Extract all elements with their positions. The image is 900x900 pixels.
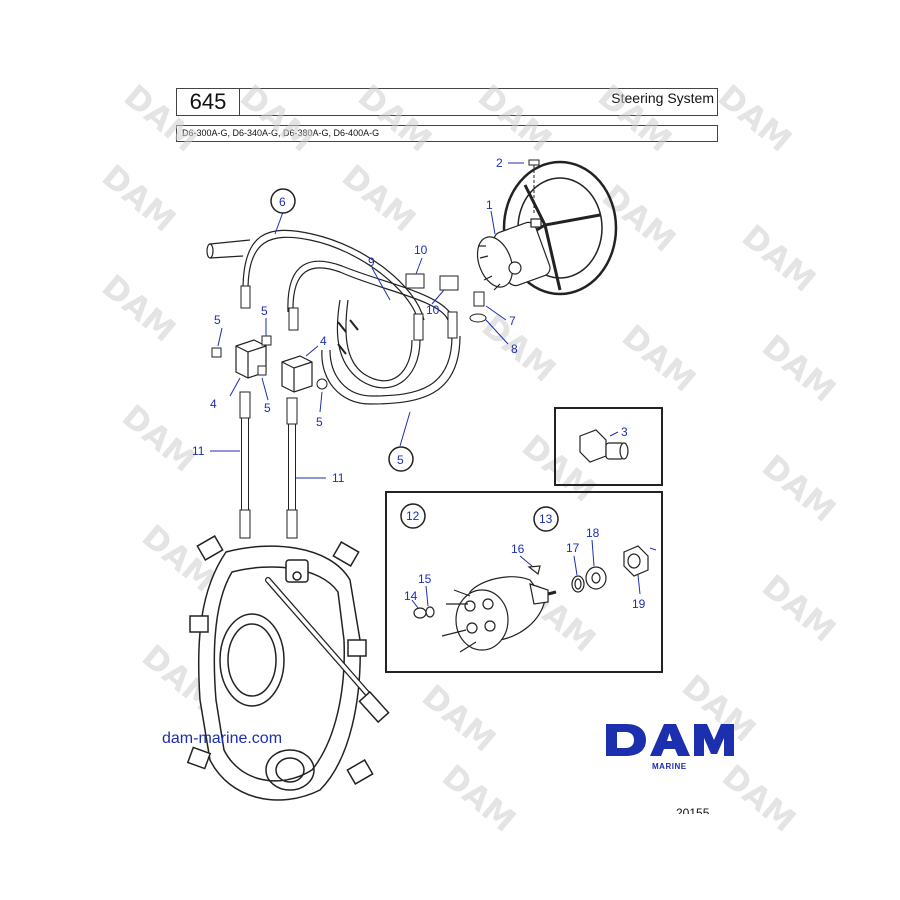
website-watermark: dam-marine.com (162, 730, 283, 747)
watermark: DAM (755, 447, 843, 530)
watermark: DAM (615, 317, 703, 400)
callout-14: 14 (404, 589, 418, 603)
watermark: DAM (475, 307, 563, 390)
callout-9: 9 (368, 255, 375, 269)
callout-5: 5 (397, 453, 404, 467)
callout-11: 11 (192, 444, 205, 458)
seal-washers (413, 545, 649, 619)
page-title: Steering System (611, 90, 714, 106)
callout-15: 15 (418, 572, 432, 586)
steering-helm (476, 160, 618, 296)
callout-6: 6 (279, 195, 286, 209)
callout-5: 5 (214, 313, 221, 327)
watermark: DAM (435, 757, 523, 840)
bolts-5 (211, 335, 328, 390)
watermark: DAM (715, 757, 803, 840)
watermark: DAM (471, 77, 559, 160)
callout-16: 16 (511, 542, 525, 556)
callout-18: 18 (586, 526, 600, 540)
callout-4: 4 (210, 397, 217, 411)
callout-19: 19 (632, 597, 646, 611)
adapter-3 (579, 429, 629, 463)
steering-actuator (441, 565, 557, 653)
hoses-11 (239, 391, 298, 539)
callout-17: 17 (566, 541, 580, 555)
watermark: DAM (711, 77, 799, 160)
watermark: DAM (595, 177, 683, 260)
brand-subtitle: MARINE (652, 762, 687, 771)
callout-7: 7 (509, 314, 516, 328)
watermark: DAM (735, 217, 823, 300)
watermark: DAM (115, 397, 203, 480)
callout-2: 2 (496, 156, 503, 170)
callout-5: 5 (264, 401, 271, 415)
bolt-2 (528, 159, 540, 215)
drawing-number: 20155 (676, 806, 710, 814)
callout-8: 8 (511, 342, 518, 356)
fitting-7-8 (469, 291, 487, 323)
callout-12: 12 (406, 509, 420, 523)
callout-10: 10 (414, 243, 428, 257)
callout-3: 3 (621, 425, 628, 439)
watermark: DAM (755, 327, 843, 410)
protective-caps (405, 273, 459, 291)
circled-callouts (270, 188, 559, 532)
watermark: DAM (95, 157, 183, 240)
watermark: DAM (233, 77, 321, 160)
hydraulic-hoses (206, 229, 461, 405)
callout-10: 10 (426, 303, 440, 317)
inset-box-3 (554, 407, 663, 486)
page-number: 645 (177, 89, 240, 115)
valve-blocks (235, 339, 313, 393)
header-box: 645 Steering System (176, 88, 718, 116)
callout-11: 11 (332, 471, 345, 485)
callout-13: 13 (539, 512, 553, 526)
callout-5: 5 (316, 415, 323, 429)
callout-1: 1 (486, 198, 493, 212)
inset-box-actuator (385, 491, 663, 673)
callout-4: 4 (320, 334, 327, 348)
hose-fittings (240, 285, 458, 341)
model-list: D6-300A-G, D6-340A-G, D6-380A-G, D6-400A… (176, 125, 718, 142)
leader-lines (210, 162, 657, 609)
watermark: DAM (117, 77, 205, 160)
watermark: DAM (95, 267, 183, 350)
drive-housing (186, 535, 390, 801)
watermark: DAM (335, 157, 423, 240)
watermark: DAM (351, 77, 439, 160)
dam-logo (606, 724, 734, 756)
watermark: DAM (755, 567, 843, 650)
callout-5: 5 (261, 304, 268, 318)
watermark: DAM (591, 77, 679, 160)
watermark: DAM (415, 677, 503, 760)
